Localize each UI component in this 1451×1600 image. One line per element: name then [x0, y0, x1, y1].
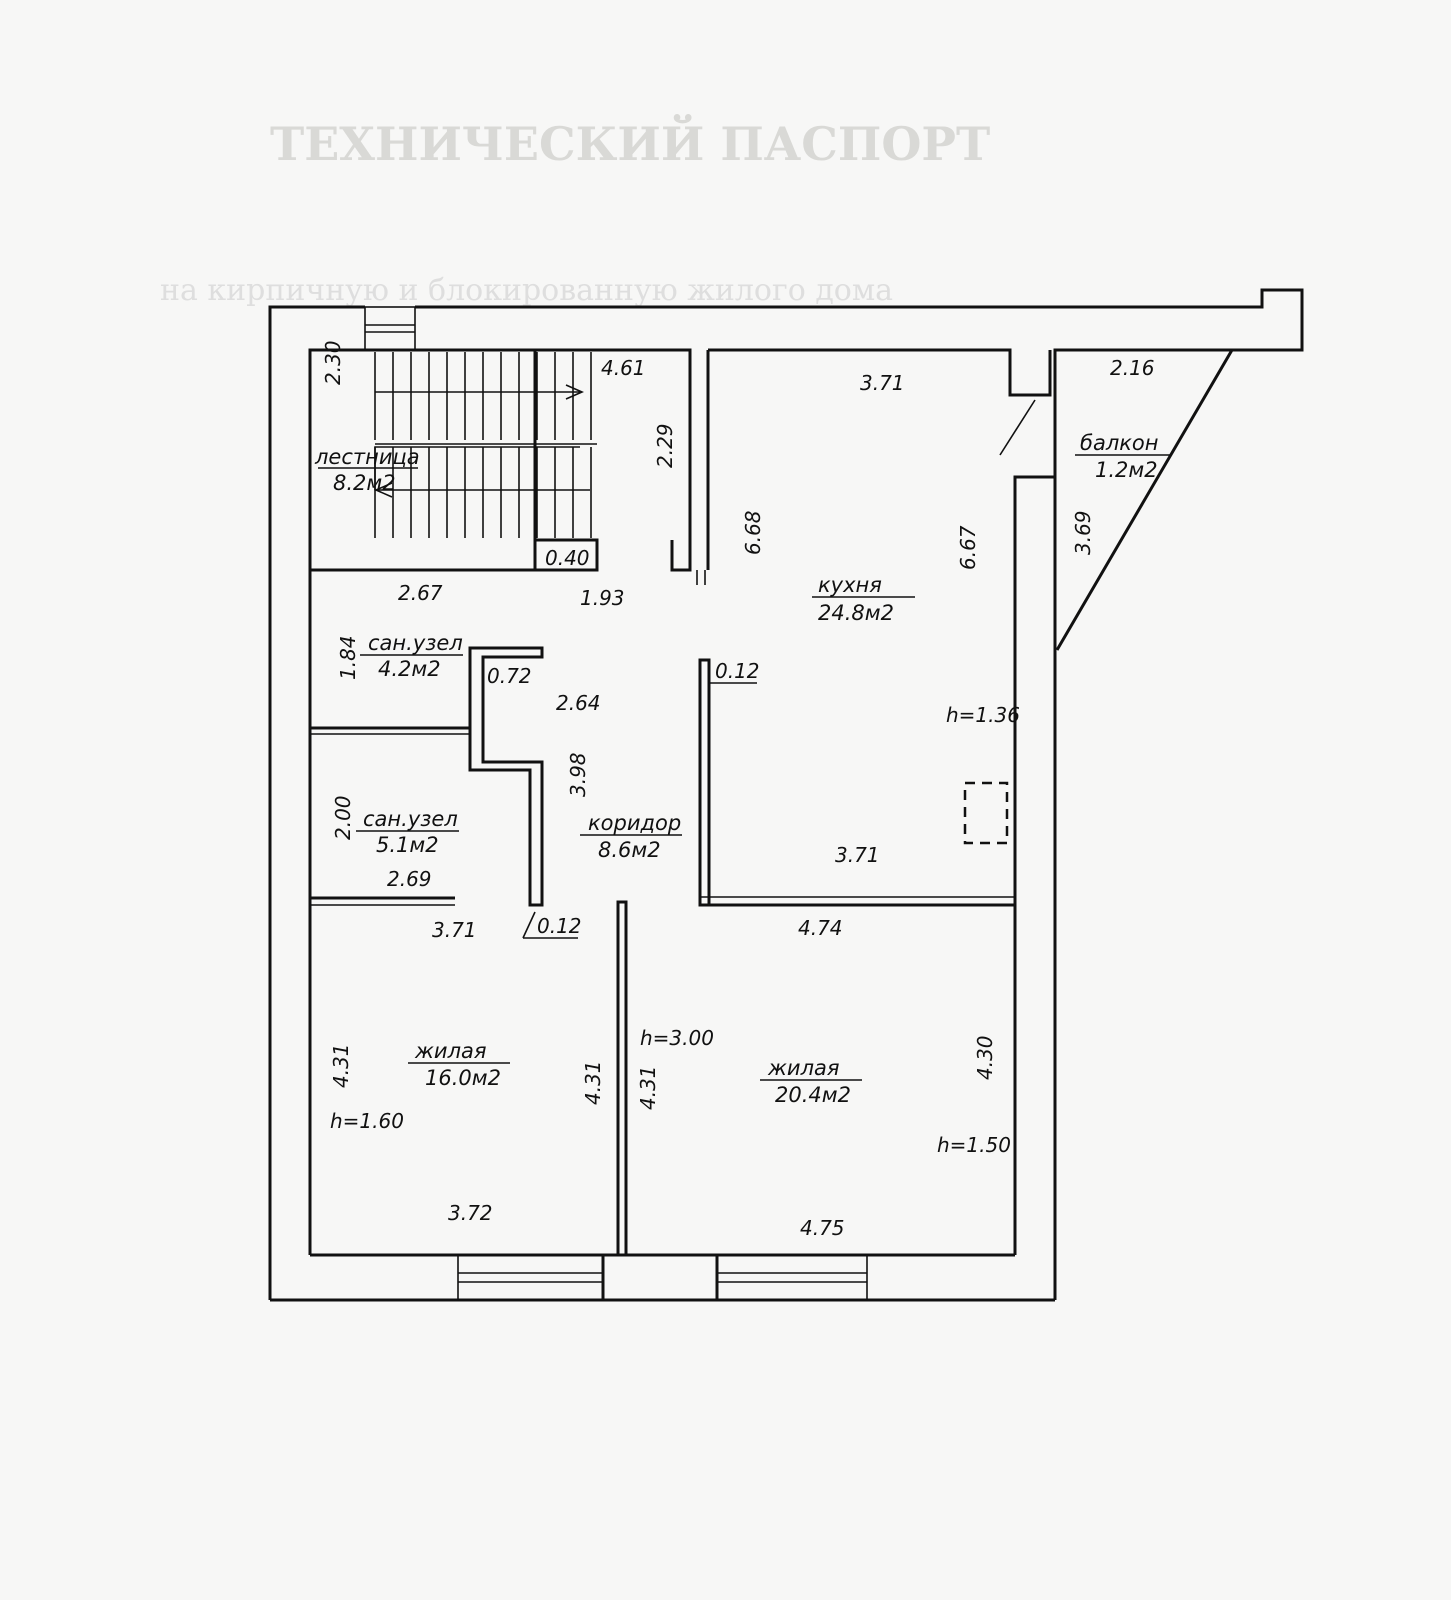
dim-corr-top1: 2.67: [398, 581, 443, 605]
dim-kitchen-h: h=1.36: [946, 703, 1020, 727]
dim-living1-top: 3.71: [432, 918, 477, 942]
bathroom-walls: [310, 646, 544, 907]
living1-name: жилая: [414, 1039, 487, 1063]
dimension-labels: 2.30 4.61 2.29 0.40 3.71 6.68 6.67 3.71 …: [321, 340, 1155, 1240]
corridor-name: коридор: [588, 811, 681, 835]
living2-name: жилая: [767, 1056, 840, 1080]
corridor-area: 8.6м2: [598, 838, 661, 862]
dim-wall-012b: 0.12: [537, 914, 582, 938]
dim-living2-bottom: 4.75: [800, 1216, 845, 1240]
bath2-name: сан.узел: [363, 807, 458, 831]
dim-kitchen-v1: 6.68: [741, 510, 765, 555]
stair-walls: [310, 348, 706, 585]
living2-area: 20.4м2: [775, 1083, 851, 1107]
bath1-name: сан.узел: [368, 631, 463, 655]
kitchen-area: 24.8м2: [818, 601, 894, 625]
stairs-name: лестница: [314, 445, 420, 469]
dim-balcony-top: 2.16: [1110, 356, 1155, 380]
dim-stairs-h: 2.30: [321, 340, 345, 385]
bath2-area: 5.1м2: [376, 833, 439, 857]
kitchen-name: кухня: [818, 573, 882, 597]
dim-kitchen-bottom: 3.71: [835, 843, 880, 867]
room-living2: жилая 20.4м2: [760, 1056, 862, 1107]
dim-living1-bottom: 3.72: [448, 1201, 493, 1225]
kitchen-walls: [698, 348, 1052, 907]
dim-corr-v: 3.98: [566, 752, 590, 797]
dim-kitchen-top: 3.71: [860, 371, 905, 395]
dim-stairs-v: 2.29: [653, 423, 677, 468]
dim-niche: 0.72: [487, 664, 532, 688]
stairs-area: 8.2м2: [333, 471, 396, 495]
dim-stairs-top: 4.61: [601, 356, 646, 380]
room-bath1: сан.узел 4.2м2: [360, 631, 463, 681]
balcony-name: балкон: [1080, 431, 1159, 455]
dim-h-300: h=3.00: [640, 1026, 714, 1050]
room-kitchen: кухня 24.8м2: [812, 573, 915, 625]
dim-bath2-bottom: 2.69: [387, 867, 432, 891]
dim-living1-h: h=1.60: [330, 1109, 404, 1133]
room-corridor: коридор 8.6м2: [580, 811, 682, 862]
room-stairs: лестница 8.2м2: [314, 445, 420, 495]
dim-living1-v2: 4.31: [581, 1060, 605, 1105]
dim-wall-012a: 0.12: [715, 659, 760, 683]
bottom-windows: [457, 1254, 868, 1301]
bath1-area: 4.2м2: [378, 657, 441, 681]
dim-living1-v: 4.31: [329, 1043, 353, 1088]
stair-arrows: [374, 384, 590, 498]
dim-bath1-v: 1.84: [336, 635, 360, 680]
dim-balcony-side: 3.69: [1071, 510, 1095, 555]
room-living1: жилая 16.0м2: [408, 1039, 510, 1090]
dim-corr-w: 2.64: [556, 691, 601, 715]
room-bath2: сан.узел 5.1м2: [356, 807, 459, 857]
dim-corr-top2: 1.93: [580, 586, 625, 610]
living-divider: [616, 900, 628, 1257]
watermark-subtitle: на кирпичную и блокированную жилого дома: [160, 273, 893, 308]
balcony-area: 1.2м2: [1095, 458, 1158, 482]
room-balcony: балкон 1.2м2: [1075, 431, 1170, 482]
watermark-title: ТЕХНИЧЕСКИЙ ПАСПОРТ: [270, 113, 990, 171]
dim-kitchen-v2: 6.67: [956, 525, 980, 570]
dim-stairs-step: 0.40: [545, 546, 590, 570]
dim-living2-h: h=1.50: [937, 1133, 1011, 1157]
dim-bath2-v: 2.00: [331, 795, 355, 840]
stair-treads: [374, 352, 597, 538]
dim-living2-v: 4.31: [636, 1065, 660, 1110]
outer-walls: [268, 288, 1304, 1302]
living1-area: 16.0м2: [425, 1066, 501, 1090]
dim-living2-top: 4.74: [798, 916, 843, 940]
dim-living2-v2: 4.30: [973, 1035, 997, 1080]
